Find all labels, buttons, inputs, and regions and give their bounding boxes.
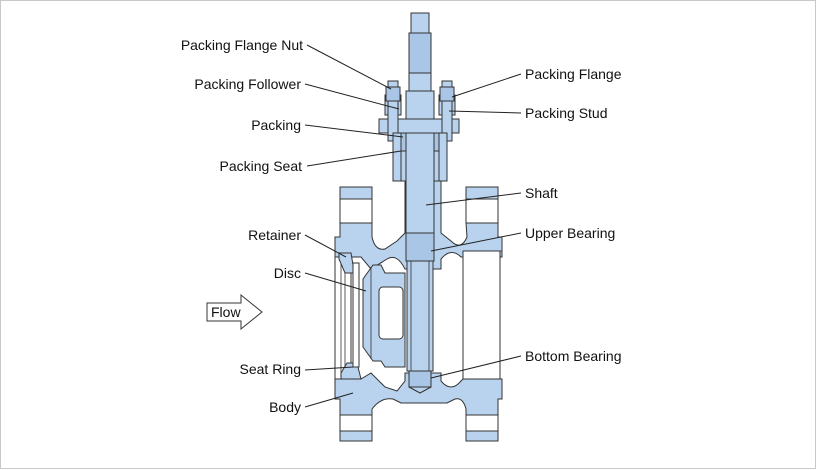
- shaft-neck: [408, 72, 432, 92]
- label-packing-seat: Packing Seat: [220, 158, 303, 174]
- label-seat-ring: Seat Ring: [240, 361, 301, 377]
- inlet-bore: [334, 256, 352, 380]
- label-retainer: Retainer: [248, 227, 301, 243]
- packing-flange: [378, 118, 460, 134]
- lower-body-section: [334, 372, 503, 416]
- outlet-bore: [462, 250, 501, 380]
- left-top-bolt-hole: [339, 198, 373, 224]
- leader-lines: [304, 44, 522, 408]
- label-packing: Packing: [251, 117, 301, 133]
- shaft: [405, 90, 435, 234]
- packing-flange-nut-right: [439, 86, 455, 102]
- label-body: Body: [269, 399, 301, 415]
- labels-left: Packing Flange Nut Packing Follower Pack…: [181, 37, 303, 415]
- shaft-top: [410, 12, 430, 34]
- label-packing-stud: Packing Stud: [525, 105, 608, 121]
- left-bottom-flange-ear: [339, 430, 373, 442]
- labels-right: Packing Flange Packing Stud Shaft Upper …: [525, 66, 622, 364]
- right-bottom-bolt-hole: [465, 414, 499, 432]
- packing-flange-nut-left: [385, 86, 401, 102]
- right-top-flange-ear: [465, 186, 499, 200]
- label-packing-flange: Packing Flange: [525, 66, 622, 82]
- label-disc: Disc: [274, 265, 301, 281]
- label-bottom-bearing: Bottom Bearing: [525, 348, 622, 364]
- label-packing-flange-nut: Packing Flange Nut: [181, 37, 303, 53]
- label-upper-bearing: Upper Bearing: [525, 225, 615, 241]
- label-packing-follower: Packing Follower: [194, 76, 301, 92]
- packing-seat-right: [433, 150, 440, 182]
- disc-cavity: [378, 286, 404, 340]
- flow-arrow-shape: [206, 293, 263, 331]
- right-top-bolt-hole: [465, 198, 499, 224]
- flow-label: Flow: [211, 304, 241, 320]
- flow-arrow: Flow: [206, 293, 263, 331]
- shaft-assembly: [405, 12, 435, 394]
- right-bottom-flange-ear: [465, 430, 499, 442]
- shaft-tip: [408, 386, 432, 394]
- seat-gap: [352, 262, 360, 368]
- left-top-flange-ear: [339, 186, 373, 200]
- bonnet-right: [438, 132, 448, 182]
- bottom-bearing: [408, 370, 432, 388]
- bonnet-left: [392, 132, 402, 182]
- upper-bearing: [405, 232, 435, 262]
- shaft-thread: [408, 32, 432, 74]
- packing-seat-left: [400, 150, 407, 182]
- left-bottom-bolt-hole: [339, 414, 373, 432]
- label-shaft: Shaft: [525, 185, 558, 201]
